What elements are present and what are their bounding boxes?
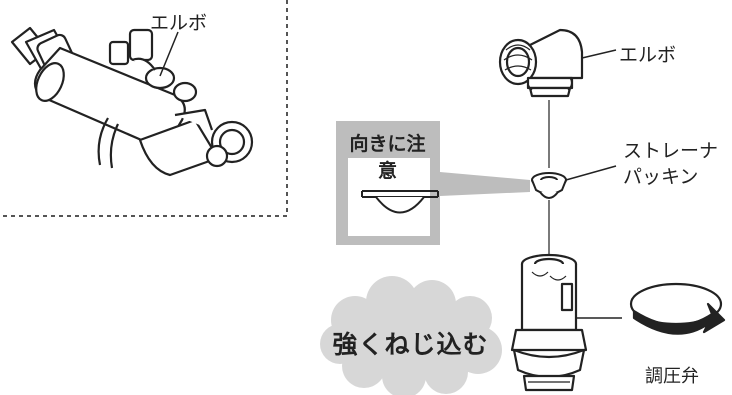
rotation-arrow: [629, 282, 726, 335]
strainer-label-line2: パッキン: [623, 166, 699, 188]
tighten-text: 強くねじ込む: [332, 330, 489, 359]
inset-dotted-frame: [0, 0, 288, 217]
caution-title: 向きに注意: [349, 133, 426, 182]
strainer-packing-part: [531, 172, 567, 199]
elbow-right-label: エルボ: [619, 44, 677, 66]
caution-box: [336, 121, 530, 245]
strainer-label-line1: ストレーナ: [623, 140, 719, 162]
strainer-leader: [565, 165, 617, 181]
pressure-valve-part: [510, 253, 588, 392]
elbow-left-leader: [159, 31, 179, 77]
valve-label: 調圧弁: [645, 366, 699, 387]
elbow-left-label: エルボ: [150, 12, 208, 34]
elbow-part: [498, 28, 584, 98]
faucet-illustration: [10, 26, 254, 177]
tighten-burst: [320, 276, 502, 395]
elbow-right-leader: [581, 49, 617, 59]
